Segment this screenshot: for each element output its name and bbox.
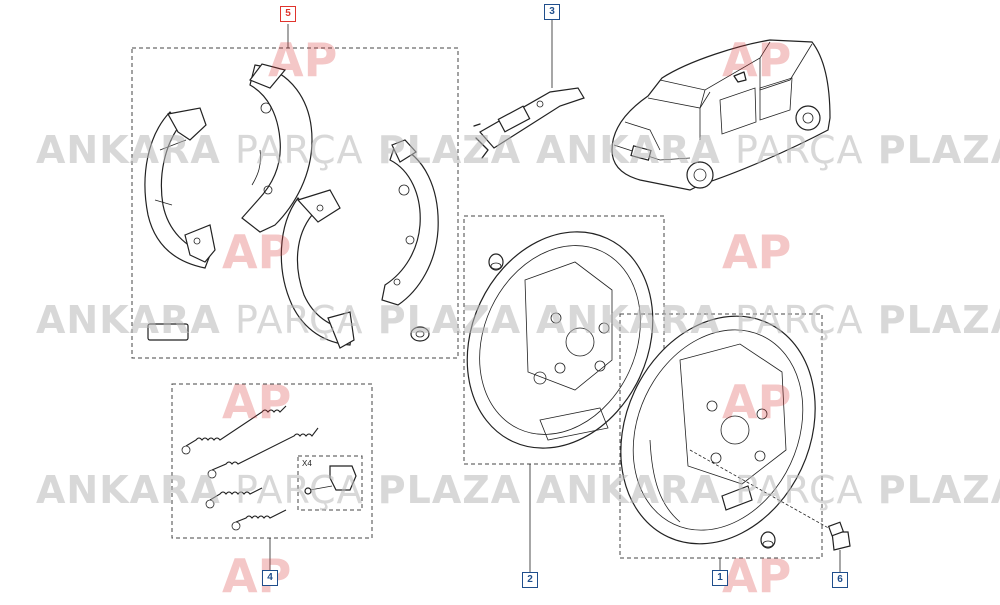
ap-logo-7: AP [222, 549, 291, 600]
vehicle-illustration [611, 39, 831, 191]
bushing [410, 326, 430, 342]
group-2-frame [463, 215, 665, 465]
plug [488, 253, 504, 271]
wheel-bolt [827, 521, 851, 551]
group-4-frame [171, 383, 373, 539]
hold-down-kit-frame [297, 455, 363, 511]
group-5-frame [131, 47, 459, 359]
ap-logo-5: AP [222, 375, 291, 429]
spring-4 [231, 509, 287, 531]
backing-plate-front [620, 315, 816, 545]
spring-3 [205, 487, 263, 509]
callout-5[interactable]: 5 [280, 6, 296, 22]
brake-shoe-lower-lining [280, 189, 355, 349]
spring-1 [181, 405, 287, 455]
ap-logo-8: AP [722, 549, 791, 600]
shoe-label-plate [147, 323, 189, 341]
callout-2[interactable]: 2 [522, 572, 538, 588]
grommet [760, 531, 776, 549]
ap-logo-4: AP [722, 225, 791, 279]
callout-1[interactable]: 1 [712, 570, 728, 586]
callout-6[interactable]: 6 [832, 572, 848, 588]
callout-3[interactable]: 3 [544, 4, 560, 20]
group-1-frame [619, 313, 823, 559]
brake-shoe-left [144, 107, 216, 269]
adjuster-rod [473, 87, 585, 159]
brake-shoe-center-web [241, 63, 313, 233]
brake-shoe-right-web [381, 139, 439, 306]
watermark-logos: AP AP AP AP AP AP AP AP [222, 33, 791, 603]
spring-2 [207, 427, 319, 479]
ap-logo-1: AP [268, 33, 337, 87]
backing-plate-rear [466, 231, 654, 449]
hold-down-clip [304, 465, 357, 495]
quantity-label: X4 [302, 459, 312, 468]
callout-4[interactable]: 4 [262, 570, 278, 586]
ap-logo-2: AP [722, 33, 791, 87]
ap-logo-6: AP [722, 375, 791, 429]
ap-logo-3: AP [222, 225, 291, 279]
